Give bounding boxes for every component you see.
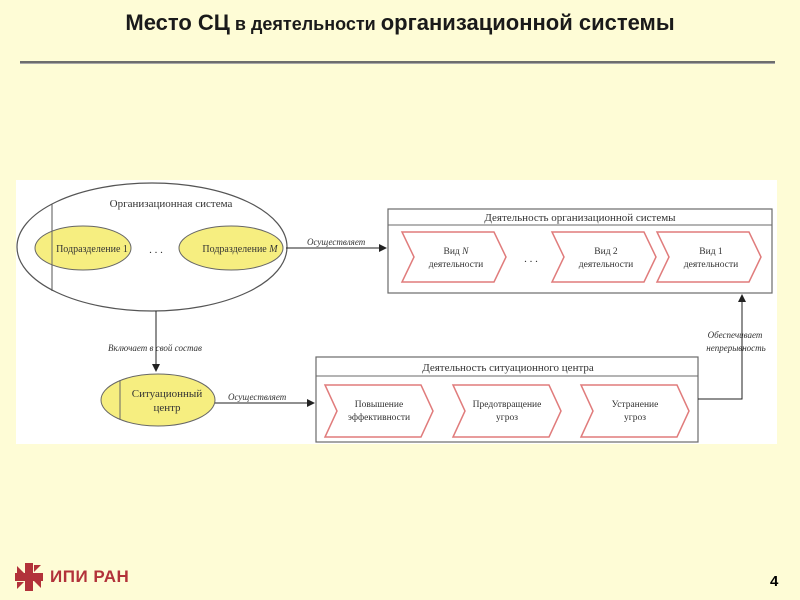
sc-label-line1: Ситуационный [132, 388, 203, 400]
title-divider [20, 61, 775, 64]
org-system-ellipsis: . . . [149, 244, 163, 256]
arrow-ensures [698, 294, 746, 400]
label-ensures-line2: непрерывность [706, 343, 766, 353]
org-system-ellipse [16, 182, 288, 312]
diagram-panel: Организационная система Подразделение 1 … [16, 180, 777, 444]
chevron-activity-2-line1: Вид 2 [594, 247, 618, 257]
org-system-title: Организационная система [110, 198, 233, 210]
title-part-1: Место СЦ [125, 10, 230, 35]
chevron-elimination [579, 384, 690, 438]
chevron-prevention [451, 384, 562, 438]
chevron-activity-n-prefix: Вид [444, 247, 463, 257]
org-system-block: Организационная система Подразделение 1 … [16, 182, 288, 312]
title-part-3: организационной системы [380, 10, 675, 35]
ipi-ran-logo-mark-icon [15, 563, 43, 591]
sc-activity-block: Деятельность ситуационного центра Повыше… [315, 356, 699, 443]
chevron-activity-n-line1: Вид N [444, 247, 470, 257]
chevron-efficiency [323, 384, 434, 438]
org-activity-ellipsis: . . . [524, 253, 538, 265]
label-performs-top: Осуществляет [307, 237, 366, 247]
subdivision-m-label: Подразделение M [202, 244, 278, 255]
sc-block: Ситуационный центр [100, 373, 216, 427]
chevron-activity-1 [655, 231, 762, 283]
chevron-efficiency-line2: эффективности [348, 412, 410, 423]
ipi-ran-logo: ИПИ РАН [12, 562, 129, 592]
sc-activity-title: Деятельность ситуационного центра [422, 362, 594, 374]
sc-label-line2: центр [153, 402, 181, 414]
page-title: Место СЦ в деятельности организационной … [0, 10, 800, 36]
subdivision-m-prefix: Подразделение [202, 244, 269, 255]
subdivision-m-var: M [268, 244, 278, 255]
page-number: 4 [770, 573, 779, 590]
chevron-activity-1-line2: деятельности [684, 260, 738, 270]
chevron-activity-2 [550, 231, 657, 283]
chevron-activity-2-line2: деятельности [579, 260, 633, 270]
logo-text: ИПИ РАН [50, 567, 130, 586]
chevron-prevention-line2: угроз [496, 413, 518, 423]
chevron-activity-n [400, 231, 507, 283]
org-activity-block: Деятельность организационной системы Вид… [387, 208, 773, 294]
chevron-activity-1-line1: Вид 1 [699, 247, 723, 257]
subdivision-1-label: Подразделение 1 [56, 244, 128, 255]
title-part-2: в деятельности [229, 14, 381, 34]
label-performs-bottom: Осуществляет [228, 392, 287, 402]
chevron-efficiency-line1: Повышение [355, 400, 403, 410]
chevron-elimination-line1: Устранение [612, 400, 659, 410]
chevron-elimination-line2: угроз [624, 413, 646, 423]
org-activity-title: Деятельность организационной системы [484, 212, 676, 224]
subdivision-m [178, 225, 284, 271]
chevron-activity-n-line2: деятельности [429, 260, 483, 270]
label-includes: Включает в свой состав [108, 343, 202, 353]
chevron-activity-n-var: N [461, 247, 469, 257]
diagram-svg: Организационная система Подразделение 1 … [16, 182, 773, 443]
chevron-prevention-line1: Предотвращение [473, 400, 542, 410]
sc-ellipse [100, 373, 216, 427]
subdivision-1 [34, 225, 132, 271]
label-ensures-line1: Обеспечивает [708, 330, 763, 340]
